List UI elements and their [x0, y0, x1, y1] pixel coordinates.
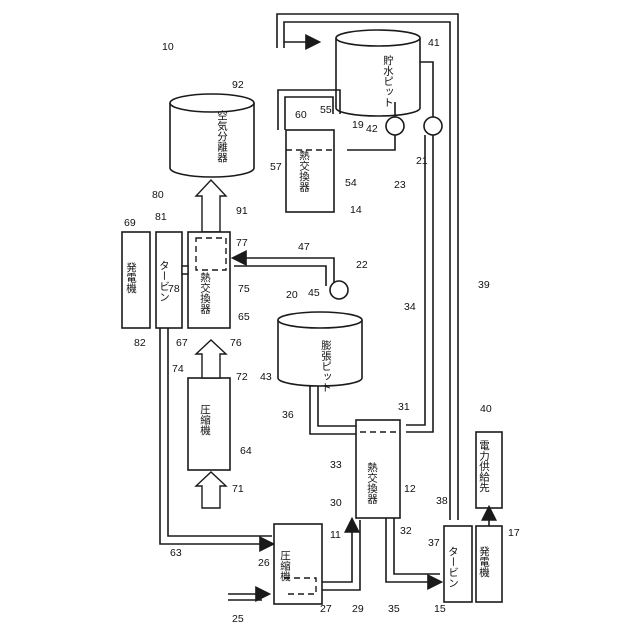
generator-upper-label: 発電機: [125, 261, 137, 294]
ref-33: 33: [330, 459, 342, 471]
ref-76: 76: [230, 337, 242, 349]
compressor-upper: 圧縮機: [188, 378, 230, 470]
ref-17: 17: [508, 527, 520, 539]
ref-65: 65: [238, 311, 250, 323]
pump-22: [330, 281, 348, 299]
ref-32: 32: [400, 525, 412, 537]
ref-47: 47: [298, 241, 310, 253]
ref-45: 45: [308, 287, 320, 299]
air-separator-label: 空気分離器: [216, 109, 228, 163]
storage-pit-label: 貯水ピット: [382, 55, 394, 108]
pump-21: [424, 117, 442, 135]
expansion-pit: 膨張ピット: [278, 312, 362, 393]
ref-20: 20: [286, 289, 298, 301]
ref-21: 21: [416, 155, 428, 167]
ref-69: 69: [124, 217, 136, 229]
ref-82: 82: [134, 337, 146, 349]
ref-67: 67: [176, 337, 188, 349]
pump-42: [386, 117, 404, 135]
ref-64: 64: [240, 445, 252, 457]
ref-38: 38: [436, 495, 448, 507]
ref-39: 39: [478, 279, 490, 291]
ref-81: 81: [155, 211, 167, 223]
ref-30: 30: [330, 497, 342, 509]
ref-40: 40: [480, 403, 492, 415]
ref-36: 36: [282, 409, 294, 421]
turbine-lower-label: タービン: [447, 546, 459, 588]
ref-26: 26: [258, 557, 270, 569]
hx-33: 熱交換器: [356, 420, 400, 518]
ref-71: 71: [232, 483, 244, 495]
compressor-lower: 圧縮機: [274, 524, 322, 604]
ref-27: 27: [320, 603, 332, 615]
storage-pit: 貯水ピット: [336, 30, 420, 116]
turbine-lower: タービン: [444, 526, 472, 602]
ref-37: 37: [428, 537, 440, 549]
turbine-upper: タービン: [156, 232, 182, 328]
ref-80: 80: [152, 189, 164, 201]
ref-92: 92: [232, 79, 244, 91]
power-destination-label: 電力供給先: [478, 440, 490, 493]
arrow-91: [196, 180, 226, 232]
ref-57: 57: [270, 161, 282, 173]
ref-34: 34: [404, 301, 416, 313]
ref-25: 25: [232, 613, 244, 625]
ref-60: 60: [295, 109, 307, 121]
compressor-lower-label: 圧縮機: [279, 550, 291, 582]
ref-42: 42: [366, 123, 378, 135]
ref-43: 43: [260, 371, 272, 383]
ref-75: 75: [238, 283, 250, 295]
ref-78: 78: [168, 283, 180, 295]
ref-54: 54: [345, 177, 357, 189]
hx-14: 熱交換器: [286, 130, 336, 212]
ref-14: 14: [350, 204, 362, 216]
hx-14-label: 熱交換器: [298, 149, 310, 193]
ref-15: 15: [434, 603, 446, 615]
ref-19: 19: [352, 119, 364, 131]
compressor-upper-label: 圧縮機: [199, 404, 211, 436]
turbine-upper-label: タービン: [158, 260, 170, 302]
ref-74: 74: [172, 363, 184, 375]
ref-35: 35: [388, 603, 400, 615]
ref-22: 22: [356, 259, 368, 271]
hx-33-label: 熱交換器: [366, 461, 378, 505]
ref-10: 10: [162, 41, 174, 53]
ref-91: 91: [236, 205, 248, 217]
arrow-71: [196, 472, 226, 508]
generator-upper: 発電機: [122, 232, 150, 328]
ref-12: 12: [404, 483, 416, 495]
ref-23: 23: [394, 179, 406, 191]
ref-77: 77: [236, 237, 248, 249]
generator-lower-label: 発電機: [478, 545, 490, 578]
hx-65: 熱交換器: [188, 232, 230, 328]
ref-72: 72: [236, 371, 248, 383]
ref-31: 31: [398, 401, 410, 413]
expansion-pit-label: 膨張ピット: [320, 339, 332, 392]
ref-11: 11: [330, 529, 341, 541]
ref-63: 63: [170, 547, 182, 559]
ref-29: 29: [352, 603, 364, 615]
air-separator: 空気分離器: [170, 94, 254, 177]
ref-41: 41: [428, 37, 440, 49]
power-destination: 電力供給先: [476, 432, 502, 508]
pipe-34: [406, 135, 433, 432]
hx-65-label: 熱交換器: [199, 271, 211, 315]
ref-55: 55: [320, 104, 332, 116]
generator-lower: 発電機: [476, 526, 502, 602]
